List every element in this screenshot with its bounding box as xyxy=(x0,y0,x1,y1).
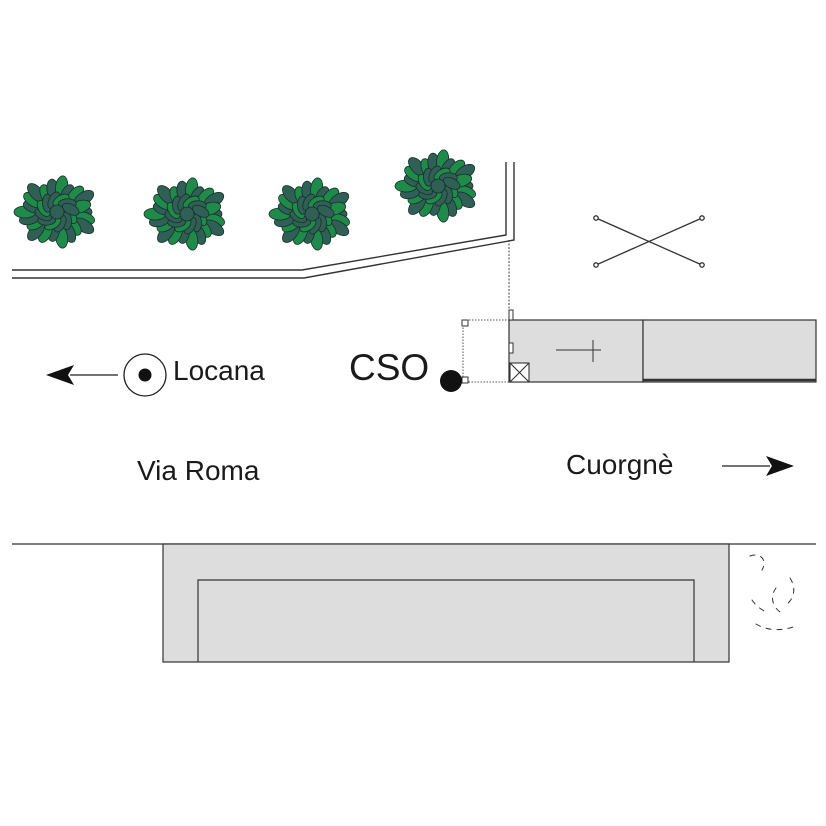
dotted-outline xyxy=(461,319,510,384)
cuorgne-arrow xyxy=(722,456,794,476)
cuorgne-label: Cuorgnè xyxy=(566,449,673,480)
tree-icon xyxy=(268,177,350,251)
cross-marker xyxy=(593,215,705,268)
cso-point xyxy=(440,370,462,392)
tree-row xyxy=(13,149,476,251)
tree-icon xyxy=(13,175,95,249)
valve-box xyxy=(509,362,530,383)
locana-label: Locana xyxy=(173,355,265,386)
street-label: Via Roma xyxy=(137,455,260,486)
locana-direction xyxy=(46,353,167,397)
building-south xyxy=(162,543,730,663)
tree-icon xyxy=(394,149,476,223)
tree-icon xyxy=(143,177,225,251)
boundary-wall xyxy=(12,162,515,279)
cso-label: CSO xyxy=(349,347,429,388)
shrub-sketch xyxy=(749,554,797,631)
building-north xyxy=(508,309,817,383)
